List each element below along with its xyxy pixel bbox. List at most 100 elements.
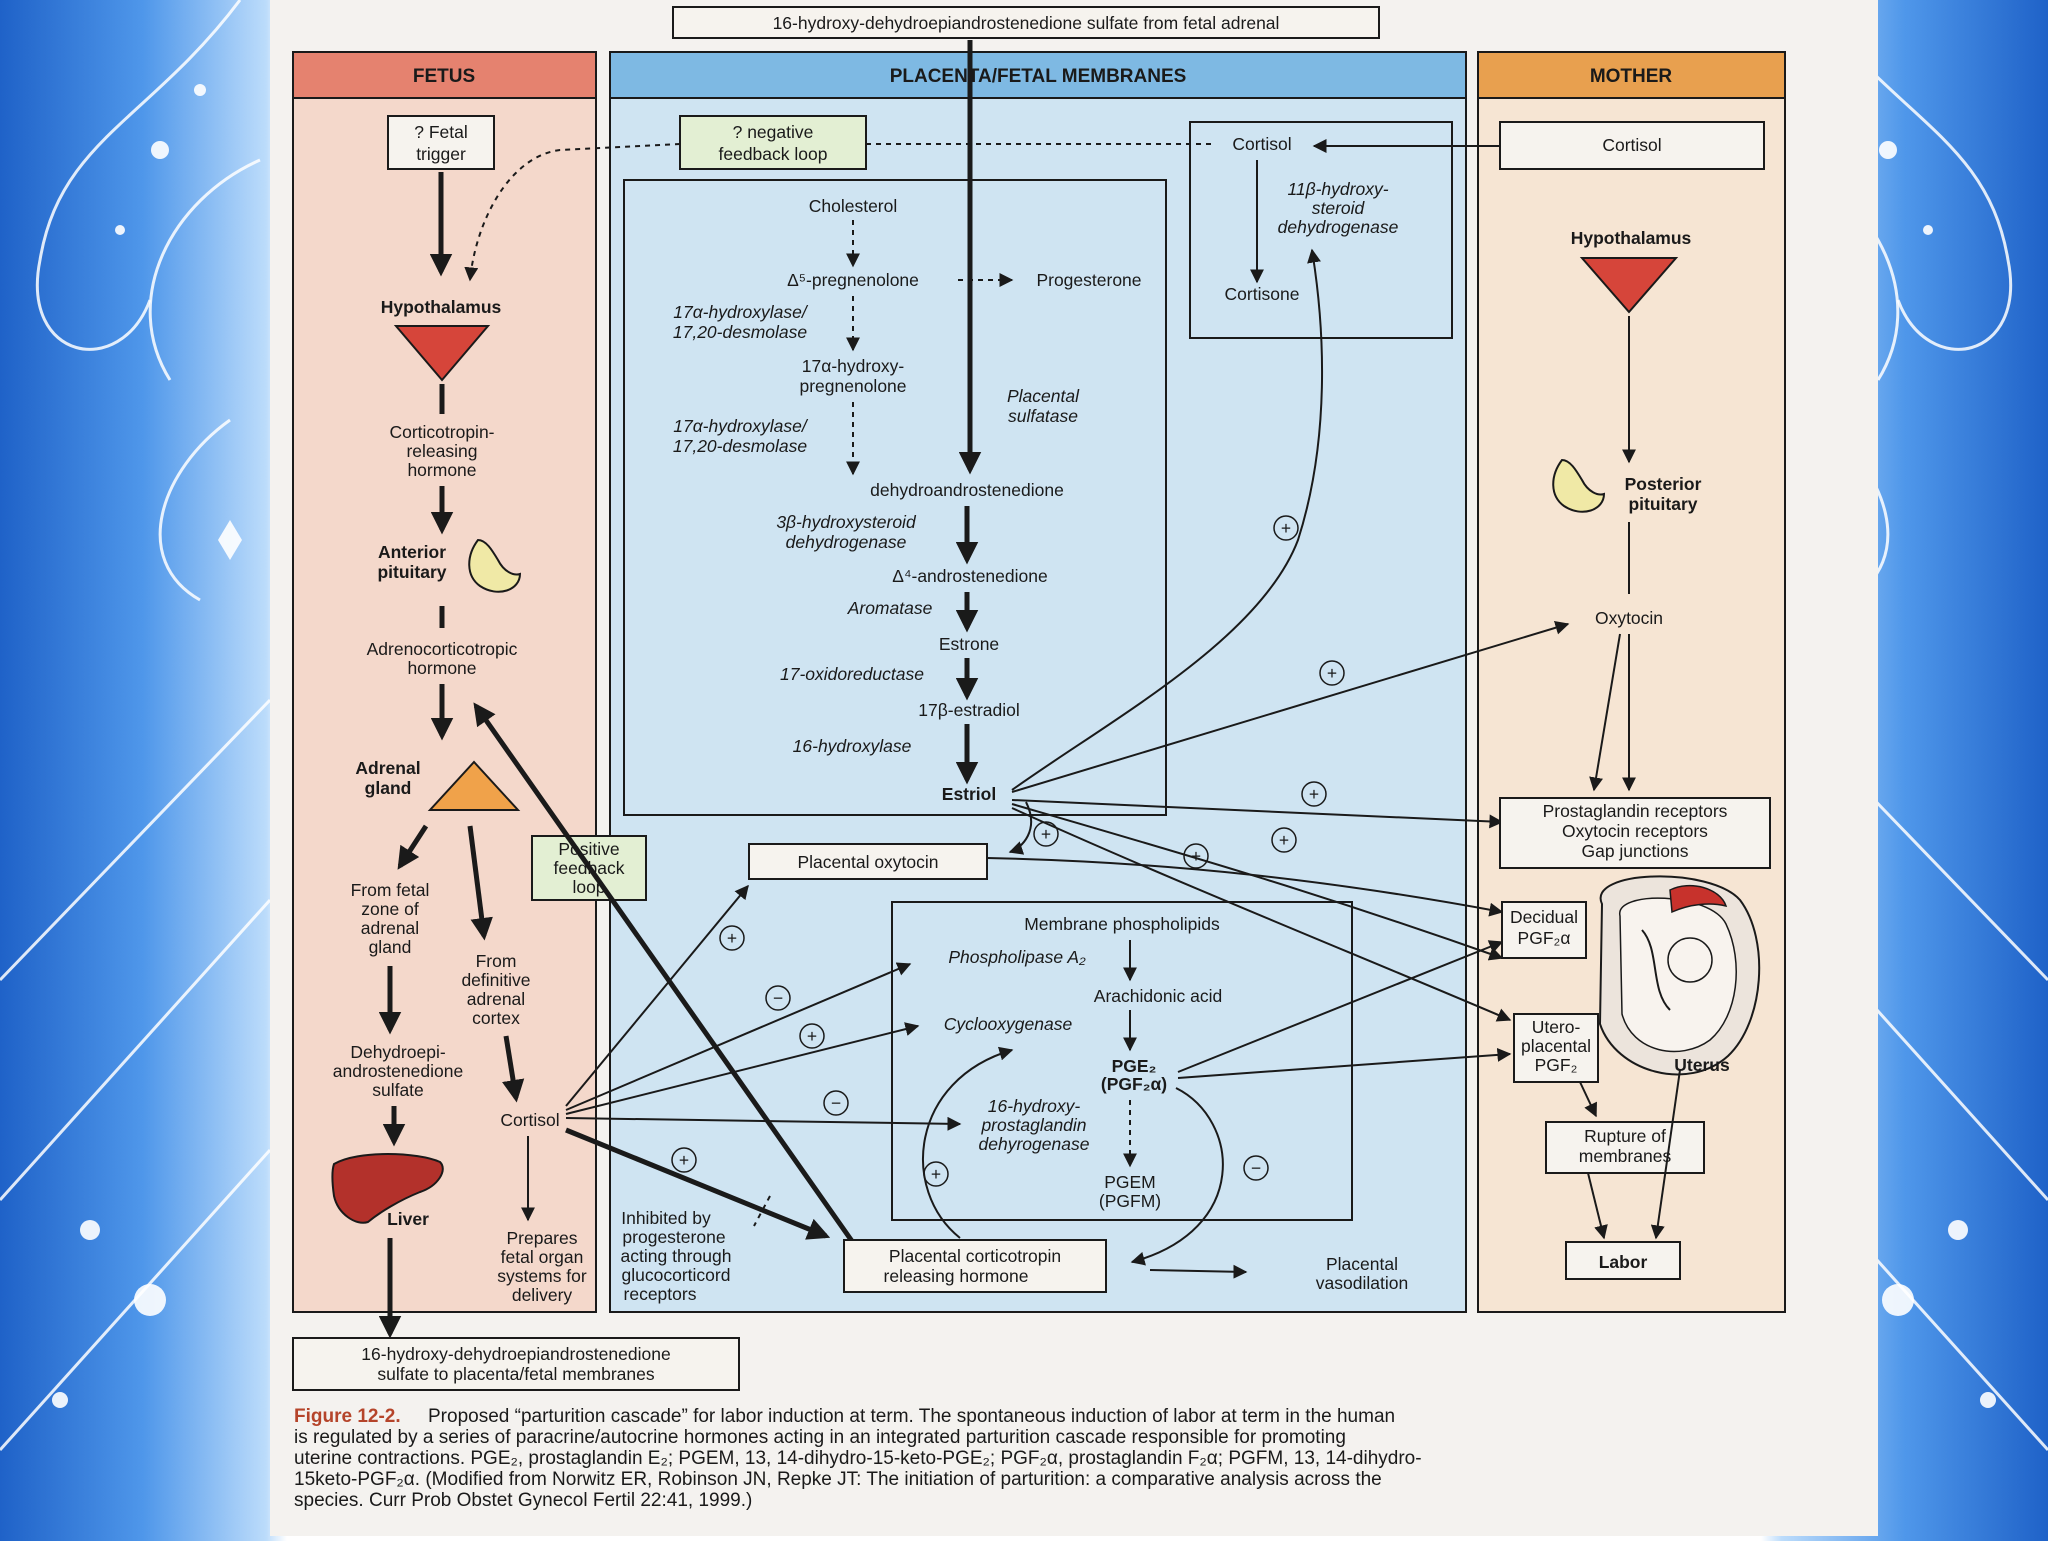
decidual-pgf2a-box: [1501, 901, 1587, 959]
decorative-left-panel: [0, 0, 270, 1452]
fetus-header-label: FETUS: [413, 66, 475, 87]
arrow: [1650, 1069, 1681, 1240]
phospholipase-label: Phospholipase A₂: [948, 947, 1086, 967]
placental-oxytocin-to-decidual-arrow: [986, 857, 1504, 917]
dheas-label: Dehydroepi-: [350, 1042, 445, 1062]
prepares-label: fetal organ: [501, 1247, 584, 1267]
placenta-header-label: PLACENTA/FETAL MEMBRANES: [890, 66, 1187, 87]
pge2-to-decidual-arrow: [1177, 940, 1504, 1073]
receptors-box: [1499, 797, 1771, 869]
receptors-label: Prostaglandin receptors: [1543, 801, 1728, 821]
arrow: [397, 824, 429, 870]
caption-line: uterine contractions. PGE₂, prostaglandi…: [294, 1448, 1422, 1469]
negative-feedback-box: [679, 115, 867, 170]
mother-header: [1477, 51, 1786, 99]
positive-feedback-label: Positive: [558, 839, 619, 859]
receptors-label: Gap junctions: [1581, 841, 1688, 861]
pgem-label: PGEM: [1104, 1172, 1156, 1192]
caption-line: 15keto-PGF₂α. (Modified from Norwitz ER,…: [294, 1469, 1382, 1490]
inhibited-label: receptors: [624, 1284, 697, 1304]
anterior-pituitary-label: pituitary: [377, 562, 446, 582]
cortisol-to-cox-arrow: [565, 1022, 920, 1115]
negative-feedback-label: feedback loop: [719, 144, 828, 164]
definitive-cortex-label: definitive: [461, 970, 530, 990]
pge2-label: PGE₂: [1112, 1056, 1157, 1076]
pregnenolone-label: Δ⁵-pregnenolone: [787, 270, 919, 290]
anterior-pituitary-icon: [468, 538, 522, 593]
placental-oxytocin-label: Placental oxytocin: [797, 852, 938, 872]
prepares-label: systems for: [497, 1266, 587, 1286]
caption-line: is regulated by a series of paracrine/au…: [294, 1427, 1346, 1448]
anterior-pituitary-label: Anterior: [378, 542, 446, 562]
arrow: [1589, 633, 1621, 792]
fetus-icon: [1619, 897, 1737, 1053]
minus-sign: −: [831, 1093, 841, 1113]
fetal-zone-label: From fetal: [351, 880, 430, 900]
posterior-pituitary-label: pituitary: [1628, 494, 1697, 514]
estriol-to-oxytocin-arrow: [1011, 620, 1570, 793]
liver-icon: [331, 1153, 444, 1224]
fetus-header: [292, 51, 597, 99]
labor-box: [1565, 1241, 1681, 1280]
placental-oxytocin-box: [748, 843, 988, 880]
negative-feedback-arrow: [464, 143, 681, 282]
pgem-label: (PGFM): [1099, 1191, 1161, 1211]
placenta-icon: [1669, 884, 1728, 914]
minus-sign-icon: [765, 985, 791, 1011]
maternal-oxytocin-label: Oxytocin: [1595, 608, 1663, 628]
arachidonic-acid-label: Arachidonic acid: [1094, 986, 1222, 1006]
plus-sign-icon: [923, 1161, 949, 1187]
enzyme-label: 17α-hydroxylase/: [673, 416, 809, 436]
top-source-box: [672, 6, 1380, 39]
caption-line: Proposed “parturition cascade” for labor…: [428, 1406, 1395, 1427]
posterior-pituitary-icon: [1552, 458, 1606, 513]
plus-sign: +: [1281, 518, 1291, 538]
inhibited-label: Inhibited by: [621, 1208, 711, 1228]
minus-sign: −: [773, 988, 783, 1008]
plus-sign: +: [679, 1150, 689, 1170]
hydroxypregnenolone-label: pregnenolone: [799, 376, 906, 396]
cortisone-label: Cortisone: [1225, 284, 1300, 304]
hsd11-label: dehydrogenase: [1278, 217, 1399, 237]
labor-label: Labor: [1599, 1252, 1648, 1272]
placental-crh-label: Placental corticotropin: [889, 1246, 1061, 1266]
sulfatase-label: sulfatase: [1008, 406, 1078, 426]
arrow: [467, 825, 493, 941]
plus-sign: +: [807, 1026, 817, 1046]
fetal-cortisol-label: Cortisol: [500, 1110, 559, 1130]
definitive-cortex-label: cortex: [472, 1008, 520, 1028]
vasodilation-label: vasodilation: [1316, 1273, 1408, 1293]
aromatase-label: Aromatase: [847, 598, 933, 618]
cortisol-to-pgdh-arrow: [565, 1116, 962, 1131]
plus-sign-icon: [1183, 843, 1209, 869]
maternal-cortisol-box: [1499, 121, 1765, 170]
liver-label: Liver: [387, 1209, 429, 1229]
fetal-head-icon: [1667, 937, 1713, 983]
vasodilation-label: Placental: [1326, 1254, 1398, 1274]
placental-crh-label: releasing hormone: [884, 1266, 1029, 1286]
dheas-label: sulfate: [372, 1080, 424, 1100]
fetal-crh-label: releasing: [406, 441, 477, 461]
plus-sign-icon: [799, 1023, 825, 1049]
inhibited-label: acting through: [621, 1246, 732, 1266]
maternal-hypothalamus-label: Hypothalamus: [1571, 228, 1692, 248]
pcrh-to-cox-arrow: [922, 1046, 1014, 1239]
pgdh-label: 16-hydroxy-: [988, 1096, 1081, 1116]
plus-sign: +: [1279, 830, 1289, 850]
pge2-label: (PGF₂α): [1101, 1074, 1167, 1094]
positive-feedback-arrow: [473, 702, 857, 1246]
androstenedione-label: Δ⁴-androstenedione: [892, 566, 1047, 586]
arrow: [502, 1035, 525, 1103]
dheas-label: androstenedione: [333, 1061, 463, 1081]
plus-sign: +: [931, 1164, 941, 1184]
cortisol-to-pla2-arrow: [565, 962, 912, 1111]
rupture-box: [1545, 1121, 1705, 1174]
plus-sign: +: [1309, 784, 1319, 804]
prepares-label: delivery: [512, 1285, 573, 1305]
definitive-cortex-label: From: [476, 951, 517, 971]
pgdh-label: dehyrogenase: [979, 1134, 1090, 1154]
uteroplacental-label: placental: [1521, 1036, 1591, 1056]
rupture-label: membranes: [1579, 1146, 1672, 1166]
textbook-figure: 16-hydroxy-dehydroepiandrostenedione sul…: [270, 0, 1878, 1536]
minus-sign: −: [1251, 1158, 1261, 1178]
